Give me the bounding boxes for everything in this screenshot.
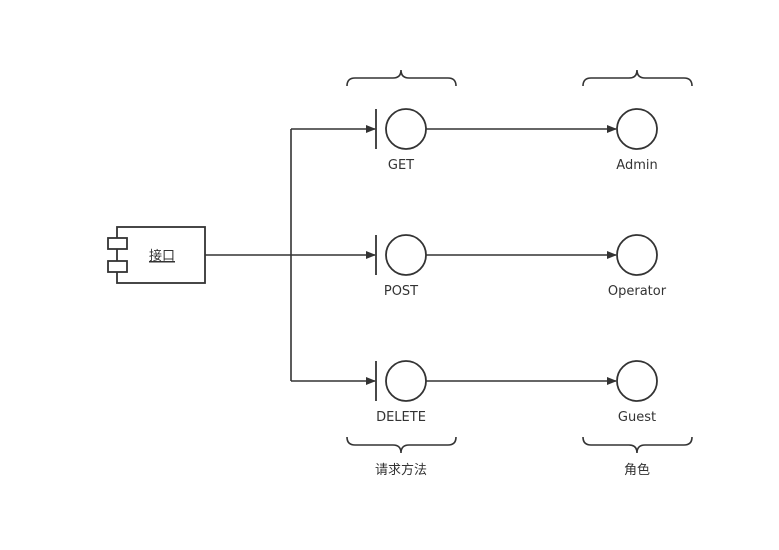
role-circle bbox=[616, 360, 658, 402]
role-circle bbox=[616, 234, 658, 276]
role-label-guest: Guest bbox=[618, 410, 656, 425]
group-label-roles: 角色 bbox=[624, 462, 650, 478]
component-label: 接口 bbox=[149, 248, 175, 264]
component-body bbox=[116, 226, 206, 284]
role-node-operator: Operator bbox=[608, 234, 667, 299]
component-port-bottom bbox=[107, 260, 128, 273]
method-node-post: POST bbox=[375, 234, 427, 299]
role-node-guest: Guest bbox=[616, 360, 658, 425]
brace-bottom-methods bbox=[346, 436, 457, 454]
brace-top-methods bbox=[346, 69, 457, 87]
role-label-operator: Operator bbox=[608, 284, 667, 299]
role-node-admin: Admin bbox=[616, 108, 658, 173]
method-label-delete: DELETE bbox=[376, 410, 426, 425]
component-node: 接口 bbox=[107, 226, 206, 284]
method-label-post: POST bbox=[384, 284, 418, 299]
group-label-methods: 请求方法 bbox=[375, 462, 427, 478]
brace-bottom-roles bbox=[582, 436, 693, 454]
role-circle bbox=[616, 108, 658, 150]
brace-top-roles bbox=[582, 69, 693, 87]
method-circle bbox=[385, 234, 427, 276]
method-circle bbox=[385, 108, 427, 150]
method-node-delete: DELETE bbox=[375, 360, 427, 425]
method-node-get: GET bbox=[375, 108, 427, 173]
role-label-admin: Admin bbox=[616, 158, 657, 173]
component-port-top bbox=[107, 237, 128, 250]
method-label-get: GET bbox=[388, 158, 414, 173]
method-circle bbox=[385, 360, 427, 402]
